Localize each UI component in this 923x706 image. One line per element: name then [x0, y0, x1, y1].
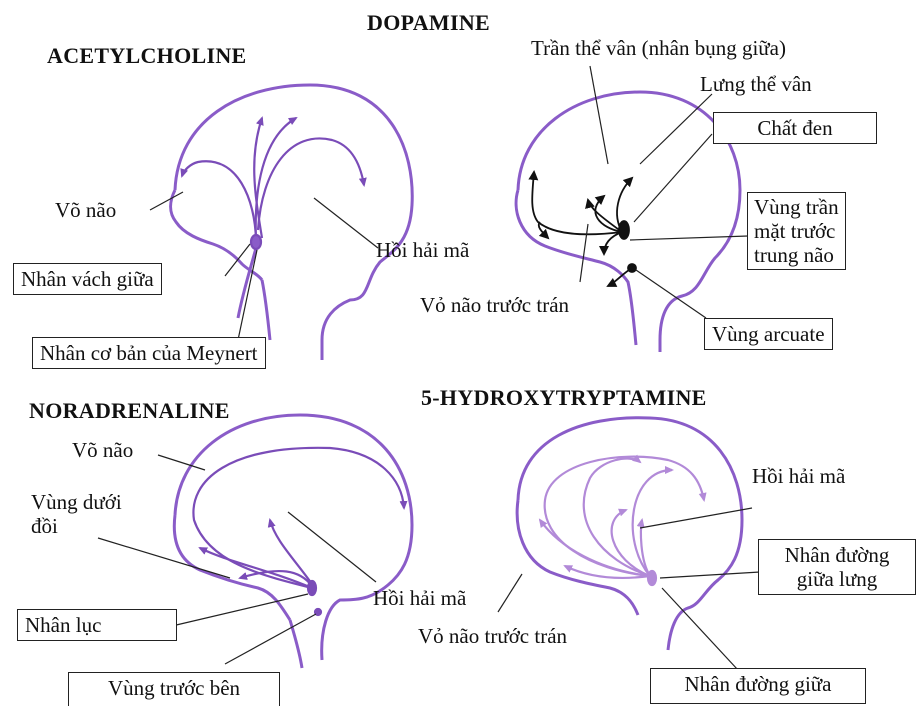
- serotonin-hippocampus-label: Hồi hải mã: [752, 464, 845, 488]
- acetylcholine-brain: [171, 85, 413, 360]
- dopamine-vta-line-3: trung não: [754, 243, 839, 267]
- serotonin-prefrontal-label: Vỏ não trước trán: [418, 624, 567, 648]
- noradrenaline-hypothalamus-line-1: Vùng dưới: [31, 490, 122, 514]
- dopamine-vta-line-1: Vùng trần: [754, 195, 839, 219]
- acetylcholine-cortex-label: Võ não: [55, 198, 116, 222]
- noradrenaline-hypothalamus-label: Vùng dưới đồi: [31, 490, 122, 538]
- dopamine-dorsal-striatum-label: Lưng thể vân: [700, 72, 812, 96]
- dopamine-prefrontal-label: Vỏ não trước trán: [420, 293, 569, 317]
- acetylcholine-arrows: [182, 118, 364, 249]
- dopamine-title: DOPAMINE: [367, 11, 490, 35]
- serotonin-dorsal-raphe-label: Nhân đường giữa lưng: [758, 539, 916, 595]
- dopamine-leaders: [580, 66, 748, 318]
- noradrenaline-hippocampus-label: Hồi hải mã: [373, 586, 466, 610]
- serotonin-title: 5-HYDROXYTRYPTAMINE: [421, 386, 707, 410]
- dopamine-ventral-striatum-label: Trần thể vân (nhân bụng giữa): [531, 36, 786, 60]
- noradrenaline-cortex-label: Võ não: [72, 438, 133, 462]
- dopamine-vta-label: Vùng trần mặt trước trung não: [747, 192, 846, 270]
- dopamine-vta-line-2: mặt trước: [754, 219, 839, 243]
- dopamine-arrows: [532, 172, 636, 286]
- noradrenaline-locus-label: Nhân lục: [17, 609, 177, 641]
- acetylcholine-hippocampus-label: Hồi hải mã: [376, 238, 469, 262]
- dopamine-substantia-nigra-label: Chất đen: [713, 112, 877, 144]
- acetylcholine-leaders: [150, 192, 378, 340]
- noradrenaline-title: NORADRENALINE: [29, 399, 230, 423]
- serotonin-dorsal-raphe-line-1: Nhân đường: [763, 543, 911, 567]
- serotonin-median-raphe-label: Nhân đường giữa: [650, 668, 866, 704]
- serotonin-dorsal-raphe-line-2: giữa lưng: [763, 567, 911, 591]
- noradrenaline-lateral-label: Vùng trước bên: [68, 672, 280, 706]
- acetylcholine-septal-label: Nhân vách giữa: [13, 263, 162, 295]
- acetylcholine-meynert-label: Nhân cơ bản của Meynert: [32, 337, 266, 369]
- dopamine-arcuate-label: Vùng arcuate: [704, 318, 833, 350]
- acetylcholine-title: ACETYLCHOLINE: [47, 44, 247, 68]
- noradrenaline-brain: [174, 415, 412, 668]
- noradrenaline-hypothalamus-line-2: đồi: [31, 514, 122, 538]
